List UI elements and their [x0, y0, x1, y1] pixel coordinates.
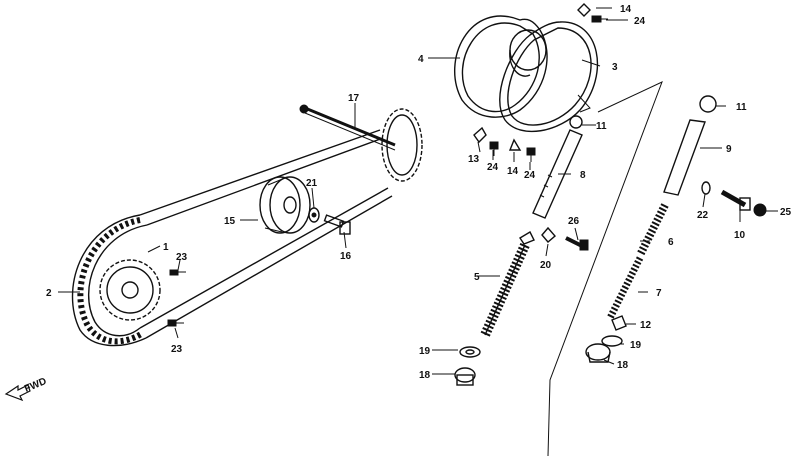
pin-20	[541, 226, 556, 243]
leader-lines	[58, 7, 778, 375]
part-label-1: 1	[163, 242, 169, 253]
cap-18-right	[585, 343, 611, 363]
part-label-4: 4	[418, 54, 424, 65]
part-label-6: 6	[668, 237, 674, 248]
spring-6	[636, 203, 669, 257]
forward-label: FWD	[23, 376, 48, 395]
part-label-24-right: 24	[524, 170, 536, 181]
part-label-23-upper: 23	[176, 252, 188, 263]
forward-arrow-icon	[4, 384, 31, 402]
cap-18-left	[454, 367, 476, 386]
part-label-7: 7	[656, 288, 662, 299]
part-label-9: 9	[726, 144, 732, 155]
cylinder-head-outline	[547, 81, 663, 456]
crank-sprocket	[99, 259, 161, 321]
screw-24-right	[526, 147, 536, 162]
valve-5	[480, 231, 535, 338]
part-label-14-lower: 14	[507, 166, 519, 177]
part-label-23-lower: 23	[171, 344, 183, 355]
cotter-12	[611, 315, 627, 331]
washer-19-left	[459, 346, 481, 358]
part-label-19-right: 19	[630, 340, 642, 351]
bolt-10	[720, 189, 751, 211]
part-label-19-left: 19	[419, 346, 431, 357]
bolt-23-lower	[167, 319, 184, 327]
part-label-16: 16	[340, 251, 352, 262]
cam-sprocket	[381, 108, 423, 182]
part-label-11-lower: 11	[596, 121, 607, 132]
nut-25	[753, 203, 767, 217]
pin-13	[473, 126, 487, 144]
part-label-3: 3	[612, 62, 618, 73]
washer-14-lower	[508, 138, 522, 151]
valve-7	[606, 256, 644, 320]
part-label-5: 5	[474, 272, 480, 283]
rocker-tube-8	[532, 115, 583, 219]
part-label-15: 15	[224, 216, 236, 227]
tube-9	[663, 95, 717, 196]
cam-chain	[71, 129, 393, 347]
part-label-14-top: 14	[620, 4, 632, 15]
part-label-21: 21	[306, 178, 318, 189]
bolt-16	[323, 214, 351, 235]
part-label-25: 25	[780, 207, 792, 218]
tensioner-wheel	[259, 176, 311, 234]
part-label-8: 8	[580, 170, 586, 181]
part-label-18-right: 18	[617, 360, 629, 371]
rubber-ring-4	[453, 15, 548, 118]
part-label-17: 17	[348, 93, 360, 104]
washer-19-right	[601, 335, 623, 347]
part-label-24-left: 24	[487, 162, 499, 173]
cam-shaft	[299, 104, 396, 151]
screw-24-left	[489, 141, 499, 156]
part-label-13: 13	[468, 154, 480, 165]
part-label-20: 20	[540, 260, 552, 271]
part-label-18-left: 18	[419, 370, 431, 381]
part-label-26: 26	[568, 216, 580, 227]
rubber-ring-3	[499, 21, 599, 133]
part-label-10: 10	[734, 230, 746, 241]
screw-24-top	[591, 15, 608, 23]
bolt-23-upper	[169, 269, 186, 276]
part-label-11-upper: 11	[736, 102, 747, 113]
part-label-12: 12	[640, 320, 652, 331]
part-label-24-top: 24	[634, 16, 646, 27]
bolt-26	[565, 236, 589, 251]
part-label-22: 22	[697, 210, 709, 221]
washer-14-top	[577, 3, 591, 17]
part-label-2: 2	[46, 288, 52, 299]
washer-22	[701, 181, 711, 195]
cam-cap	[509, 29, 591, 113]
